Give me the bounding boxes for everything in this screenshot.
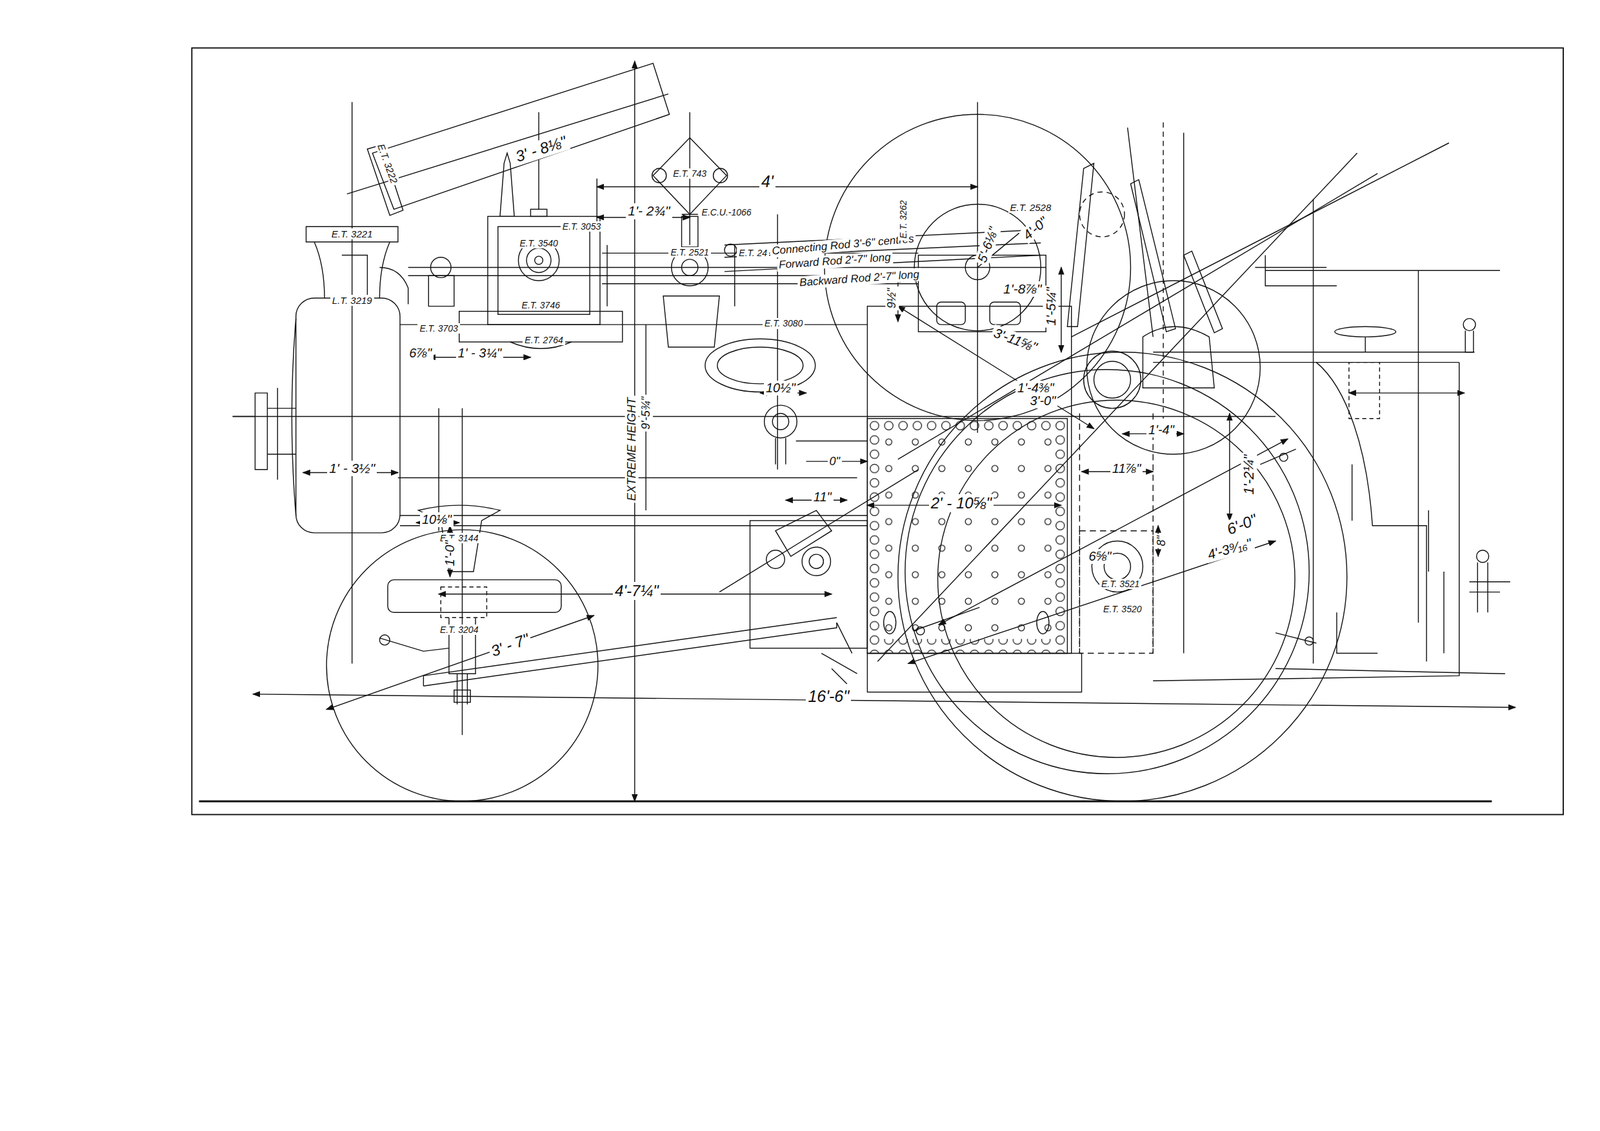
part-number: E.T. 3703 bbox=[417, 323, 460, 334]
dimension-label: 1'-4⅜" bbox=[1015, 380, 1057, 396]
dimension-label: 2' - 10⅝" bbox=[929, 494, 995, 513]
dimension-label: 11⅞" bbox=[1110, 461, 1144, 477]
part-number: E.T. 3521 bbox=[1099, 578, 1142, 590]
part-number: E.T. 2764 bbox=[522, 334, 565, 346]
dimension-label: 4'-3⁹⁄₁₆" bbox=[1203, 534, 1256, 564]
dimension-label: 1'-2¼" bbox=[1240, 452, 1257, 497]
part-number: E.T. 3053 bbox=[560, 221, 603, 232]
note-label: Backward Rod 2'-7" long bbox=[796, 267, 922, 290]
dimension-label: 4'-7¼" bbox=[612, 581, 661, 600]
part-number: E.T. 3262 bbox=[898, 198, 909, 240]
dimension-label: 3' - 7" bbox=[487, 629, 535, 661]
part-number: E.T. 743 bbox=[670, 168, 709, 179]
part-number: E.T. 3221 bbox=[329, 228, 375, 240]
dimension-label: 16'-6" bbox=[805, 687, 851, 706]
dimension-label: 0" bbox=[827, 454, 842, 469]
part-number: E.T. 3222 bbox=[374, 140, 401, 186]
dimension-label: 3' - 8⅛" bbox=[511, 131, 571, 166]
part-number: E.T. 2528 bbox=[1008, 201, 1054, 213]
dimension-label: 1' - 3½" bbox=[327, 460, 377, 477]
part-number: E.T. 3520 bbox=[1101, 603, 1144, 615]
dimension-label: 1'-4" bbox=[1146, 422, 1177, 438]
dimension-label: 6'-0" bbox=[1222, 509, 1262, 540]
note-label: EXTREME HEIGHT bbox=[625, 395, 639, 503]
part-number: E.T. 3540 bbox=[517, 238, 560, 249]
dimension-label: 10⅛" bbox=[420, 512, 454, 528]
part-number: E.T. 3080 bbox=[762, 318, 805, 329]
part-number: E.T. 3746 bbox=[520, 300, 562, 311]
dimension-label: 11" bbox=[811, 489, 834, 505]
dimension-label: 6⅞" bbox=[407, 345, 434, 361]
dimension-label: 1'-0" bbox=[442, 538, 458, 569]
dimension-label: 9½" bbox=[885, 285, 899, 310]
dimension-label: 1'-5¼" bbox=[1043, 285, 1059, 328]
dimension-label: 3'-0" bbox=[1028, 393, 1059, 409]
dimension-label: 6⅝" bbox=[1087, 549, 1114, 564]
dimension-label: 1'- 2¾" bbox=[625, 203, 672, 219]
dimension-label: 8" bbox=[1154, 533, 1169, 548]
part-number: E.T. 3204 bbox=[438, 624, 480, 635]
part-number: E.T. 24 bbox=[736, 247, 770, 259]
dimension-label: 9'-5¾" bbox=[639, 394, 653, 432]
dimension-label: 4' bbox=[759, 172, 776, 191]
dimension-label: 3'-11⅝" bbox=[989, 324, 1041, 356]
dimension-label: 1'-8⅞" bbox=[1001, 281, 1044, 297]
dimension-label: 4'-0" bbox=[1018, 212, 1053, 245]
part-number: L.T. 3219 bbox=[330, 294, 375, 306]
part-number: E.C.U.-1066 bbox=[700, 207, 754, 218]
part-number: E.T. 2521 bbox=[668, 247, 711, 258]
dimension-label: 1' - 3¼" bbox=[456, 345, 504, 361]
dimension-label: 10½" bbox=[763, 380, 798, 396]
